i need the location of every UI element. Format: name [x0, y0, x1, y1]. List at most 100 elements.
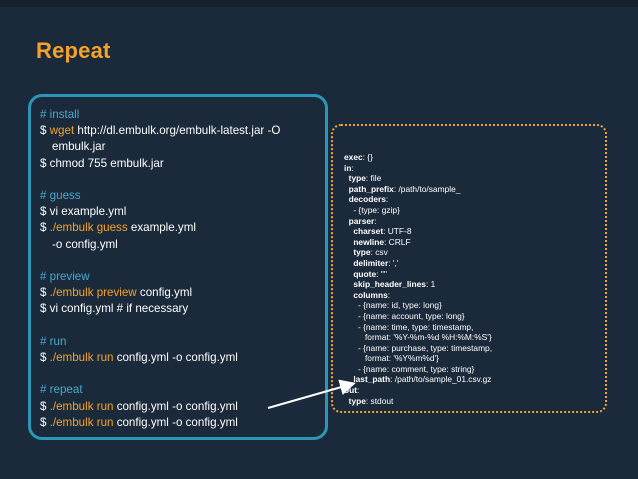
- yaml-value: : CRLF: [384, 236, 411, 247]
- yaml-value: :: [357, 385, 360, 396]
- yaml-value: : csv: [370, 247, 388, 258]
- yaml-key: type: [353, 247, 371, 258]
- command-spacer: [40, 366, 325, 382]
- yaml-line: - {name: account, type: long}: [344, 311, 492, 322]
- yaml-key: columns: [353, 289, 388, 300]
- yaml-value: : {}: [362, 152, 373, 162]
- command-text: $: [40, 221, 50, 235]
- command-text: $: [40, 351, 50, 364]
- yaml-value: : 1: [425, 279, 436, 290]
- command-spacer: [40, 318, 325, 334]
- yaml-line: last_path: /path/to/sample_01.csv.gz: [344, 374, 492, 385]
- yaml-line: format: '%Y-%m-%d %H:%M:%S'}: [344, 332, 492, 343]
- command-line: $ wget http://dl.embulk.org/embulk-lates…: [40, 123, 325, 139]
- command-line: $ ./embulk run config.yml -o config.yml: [40, 415, 325, 431]
- command-text: $ vi config.yml # if necessary: [40, 302, 189, 316]
- command-line: $ ./embulk run config.yml -o config.yml: [40, 350, 325, 366]
- config-yaml-frame: [331, 124, 607, 413]
- command-line: -o config.yml: [40, 237, 325, 253]
- yaml-line: decoders:: [344, 194, 492, 205]
- yaml-line: - {name: id, type: long}: [344, 300, 492, 311]
- command-line: # run: [40, 334, 325, 350]
- yaml-line: format: '%Y%m%d'}: [344, 353, 492, 364]
- command-text: example.yml: [127, 221, 196, 235]
- yaml-indent: [344, 311, 358, 321]
- command-text: http://dl.embulk.org/embulk-latest.jar -…: [74, 124, 281, 138]
- yaml-value: format: '%Y-%m-%d %H:%M:%S'}: [364, 332, 492, 343]
- yaml-indent: [344, 374, 353, 384]
- yaml-value: : stdout: [365, 395, 394, 406]
- command-comment: # guess: [40, 189, 81, 202]
- command-spacer: [40, 253, 325, 269]
- yaml-key: skip_header_lines: [353, 279, 426, 290]
- command-text: $ vi example.yml: [40, 205, 127, 219]
- yaml-key: charset: [353, 226, 384, 237]
- yaml-value: - {type: gzip}: [353, 204, 400, 215]
- yaml-indent: [344, 247, 353, 257]
- yaml-indent: [344, 226, 353, 236]
- command-text: config.yml -o config.yml: [113, 399, 238, 413]
- yaml-indent: [344, 353, 365, 363]
- command-line: $ ./embulk guess example.yml: [40, 220, 325, 236]
- yaml-line: newline: CRLF: [344, 237, 492, 248]
- yaml-key: type: [348, 173, 366, 184]
- command-comment: # repeat: [40, 383, 83, 397]
- yaml-line: - {name: comment, type: string}: [344, 364, 492, 375]
- yaml-line: in:: [344, 163, 492, 174]
- yaml-line: out:: [344, 385, 492, 396]
- yaml-key: parser: [348, 215, 375, 226]
- slide-title: Repeat: [36, 38, 111, 63]
- command-line: # guess: [40, 188, 325, 204]
- command-keyword: ./embulk run: [49, 415, 114, 429]
- command-keyword: wget: [49, 124, 75, 138]
- yaml-value: : UTF-8: [383, 226, 412, 237]
- yaml-key: delimiter: [353, 257, 389, 268]
- command-text: embulk.jar: [52, 140, 106, 154]
- yaml-value: :: [351, 162, 354, 173]
- yaml-indent: [344, 237, 353, 247]
- yaml-line: - {name: purchase, type: timestamp,: [344, 343, 492, 354]
- yaml-line: exec: {}: [344, 152, 492, 163]
- command-line: $ vi config.yml # if necessary: [40, 301, 325, 317]
- command-line: # preview: [40, 269, 325, 285]
- yaml-key: exec: [344, 152, 363, 162]
- yaml-value: : '"': [376, 268, 387, 279]
- yaml-value: : /path/to/sample_: [393, 183, 461, 194]
- command-keyword: ./embulk guess: [49, 221, 128, 235]
- command-comment: # run: [40, 334, 67, 348]
- command-line: $ ./embulk run config.yml -o config.yml: [40, 399, 325, 415]
- yaml-line: path_prefix: /path/to/sample_: [344, 184, 492, 195]
- command-keyword: ./embulk run: [49, 351, 114, 364]
- command-text: $ chmod 755 embulk.jar: [40, 156, 164, 170]
- yaml-key: out: [344, 385, 358, 396]
- yaml-line: charset: UTF-8: [344, 226, 492, 237]
- yaml-indent: [344, 300, 358, 310]
- yaml-indent: [344, 332, 365, 342]
- yaml-value: - {name: comment, type: string}: [357, 363, 475, 374]
- command-line: embulk.jar: [40, 139, 325, 155]
- yaml-value: - {name: id, type: long}: [357, 300, 442, 311]
- yaml-indent: [344, 258, 353, 268]
- yaml-indent: [344, 205, 353, 215]
- yaml-indent: [344, 290, 353, 300]
- command-text: config.yml -o config.yml: [113, 415, 238, 429]
- command-keyword: ./embulk run: [49, 399, 114, 413]
- yaml-value: - {name: purchase, type: timestamp,: [357, 342, 493, 353]
- yaml-value: : ',': [388, 257, 399, 268]
- command-text: $: [40, 286, 50, 300]
- yaml-value: format: '%Y%m%d'}: [364, 353, 439, 364]
- yaml-line: quote: '"': [344, 269, 492, 280]
- command-text: $: [40, 415, 50, 429]
- command-keyword: ./embulk preview: [49, 286, 137, 300]
- yaml-value: :: [387, 289, 391, 300]
- command-text: $: [40, 399, 50, 413]
- yaml-value: - {name: account, type: long}: [357, 310, 465, 321]
- yaml-line: skip_header_lines: 1: [344, 279, 492, 290]
- command-text: config.yml -o config.yml: [113, 351, 238, 364]
- yaml-key: decoders: [348, 194, 386, 205]
- yaml-indent: [344, 343, 358, 353]
- yaml-key: path_prefix: [348, 183, 394, 194]
- command-line: $ chmod 755 embulk.jar: [40, 156, 325, 172]
- command-text: $: [40, 124, 50, 138]
- command-block: # install$ wget http://dl.embulk.org/emb…: [28, 94, 328, 440]
